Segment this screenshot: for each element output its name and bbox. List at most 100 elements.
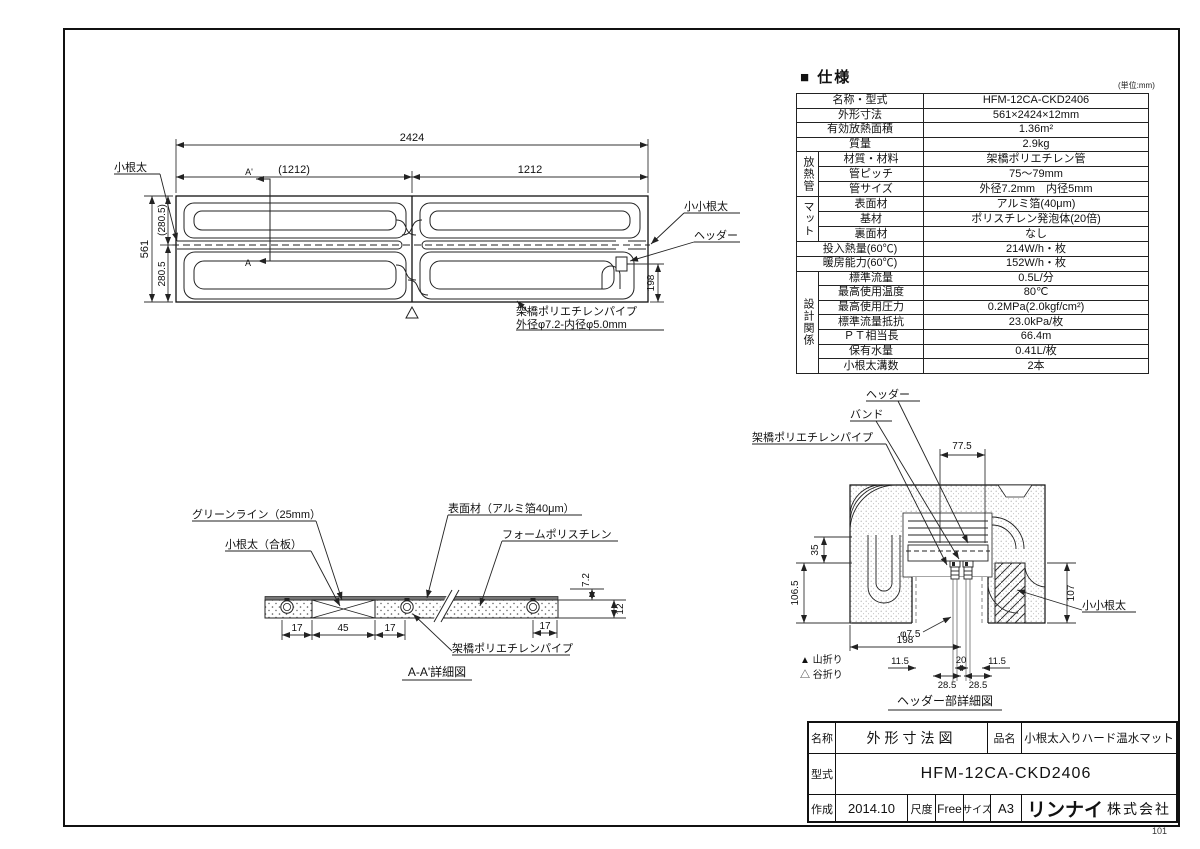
dim-17-mid: 17 — [384, 623, 396, 634]
pipe-label: 架橋ポリエチレンパイプ — [452, 641, 573, 655]
legend-valley-fold: △ 谷折り — [800, 668, 843, 681]
dim-header-offset: 198 — [646, 274, 657, 291]
plan-leader-lines — [114, 173, 740, 331]
header-label: ヘッダー — [694, 228, 738, 242]
dim-height: 561 — [139, 240, 151, 258]
pipe-circuit — [183, 202, 641, 300]
header-detail-drawing: 77.5 35 106.5 107 φ7.5 198 11.5 20 11.5 … — [752, 387, 1136, 711]
header-label: ヘッダー — [866, 387, 910, 401]
title-block-row-meta: 作成 2014.10 尺度 Free サイズ A3 リンナイ 株式会社 — [809, 794, 1176, 822]
dim-17-left: 17 — [291, 623, 303, 634]
section-detail-drawing: 17 45 17 17 7.2 12 グリーンライン（25mm） 小根太（合板）… — [192, 501, 626, 681]
pipe-note-line1: 架橋ポリエチレンパイプ — [516, 304, 637, 318]
section-leader-lines — [192, 514, 618, 656]
konedata-plywood — [311, 599, 376, 619]
name-label: 名称 — [811, 733, 833, 745]
konedata-groove — [172, 240, 650, 250]
dim-12: 12 — [615, 603, 626, 615]
date-label: 作成 — [811, 803, 833, 816]
surface-layer — [264, 596, 559, 601]
dim-right-width: 1212 — [518, 164, 542, 176]
band-label: バンド — [850, 408, 884, 421]
item-label: 品名 — [987, 723, 1021, 753]
dim-45: 45 — [337, 623, 349, 634]
header-assembly — [906, 520, 990, 580]
spec-unit-note: (単位:mm) — [1118, 81, 1155, 90]
dim-bottom-height: 280.5 — [157, 261, 168, 286]
dim-28-5-left: 28.5 — [938, 680, 957, 691]
legend-mountain-fold: ▲ 山折り — [800, 653, 843, 666]
table-row: 暖房能力(60℃)152W/h・枚 — [796, 256, 1149, 272]
surface-label: 表面材（アルミ箔40μm） — [448, 501, 575, 515]
table-row: 裏面材なし — [797, 226, 1149, 243]
pipe-sections — [280, 598, 540, 614]
spec-section-title: ■ 仕様 — [800, 69, 852, 86]
title-block-row-model: 型式 HFM-12CA-CKD2406 — [809, 753, 1176, 794]
mat-outline — [175, 195, 649, 303]
foam-label: フォームポリスチレン — [502, 528, 612, 541]
dim-77-5: 77.5 — [952, 441, 972, 452]
mat-outline-lines — [849, 484, 1046, 624]
table-row: 投入熱量(60℃)214W/h・枚 — [796, 241, 1149, 257]
company-suffix: 株式会社 — [1107, 800, 1171, 817]
header-dimension-lines — [796, 449, 1076, 679]
konedata-plywood-label: 小根太（合板） — [225, 537, 302, 551]
corner-notch — [997, 484, 1033, 498]
plan-view-drawing: 2424 (1212) 1212 561 (280.5) 280.5 198 A… — [114, 132, 740, 331]
table-row: 管サイズ外径7.2mm 内径5mm — [797, 181, 1149, 198]
header-fitting — [615, 256, 628, 272]
date-value: 2014.10 — [835, 795, 907, 822]
dim-106-5: 106.5 — [790, 580, 801, 605]
name-value: 外形寸法図 — [835, 723, 987, 753]
dim-28-5-right: 28.5 — [969, 680, 988, 691]
dim-left-width: (1212) — [278, 164, 310, 176]
ko-konedata-label: 小小根太 — [684, 199, 728, 213]
section-label-bottom: A — [245, 258, 251, 268]
model-value: HFM-12CA-CKD2406 — [835, 754, 1176, 794]
dim-107: 107 — [1066, 584, 1077, 601]
dim-17-right: 17 — [539, 621, 551, 632]
dim-overall-width: 2424 — [400, 132, 424, 144]
konedata-label: 小根太 — [114, 160, 147, 174]
pipe-note-line2: 外径φ7.2-内径φ5.0mm — [516, 317, 627, 331]
dim-phi-7-5: φ7.5 — [900, 629, 921, 640]
dim-35: 35 — [810, 544, 821, 556]
slot-dashed-lines — [915, 577, 983, 681]
dim-top-height: (280.5) — [157, 204, 168, 236]
ko-konedata-block — [994, 562, 1026, 624]
section-line — [256, 176, 271, 264]
dim-7-2: 7.2 — [581, 573, 592, 587]
item-value: 小根太入りハード温水マット — [1021, 723, 1176, 753]
dim-11-5-left: 11.5 — [891, 656, 909, 667]
dim-198: 198 — [897, 635, 914, 646]
section-caption: A-A'詳細図 — [408, 664, 466, 679]
title-block-row-name: 名称 外形寸法図 品名 小根太入りハード温水マット — [809, 723, 1176, 753]
table-row: マット表面材アルミ箔(40μm) — [796, 196, 1149, 243]
scale-value: Free — [935, 795, 963, 822]
sheet-number: 101 — [1152, 826, 1168, 836]
dim-20: 20 — [956, 655, 967, 666]
drawing-frame — [63, 28, 1180, 827]
valley-fold-mark — [405, 305, 419, 319]
section-dimension-lines — [281, 588, 626, 640]
pipe-label: 架橋ポリエチレンパイプ — [752, 430, 873, 444]
table-row: 放熱管材質・材料架橋ポリエチレン管 — [796, 151, 1149, 198]
header-leader-lines — [752, 400, 1136, 613]
dim-11-5-right: 11.5 — [988, 656, 1006, 667]
size-label: サイズ — [963, 795, 990, 822]
size-value: A3 — [990, 795, 1021, 822]
header-detail-caption: ヘッダー部詳細図 — [897, 693, 993, 708]
